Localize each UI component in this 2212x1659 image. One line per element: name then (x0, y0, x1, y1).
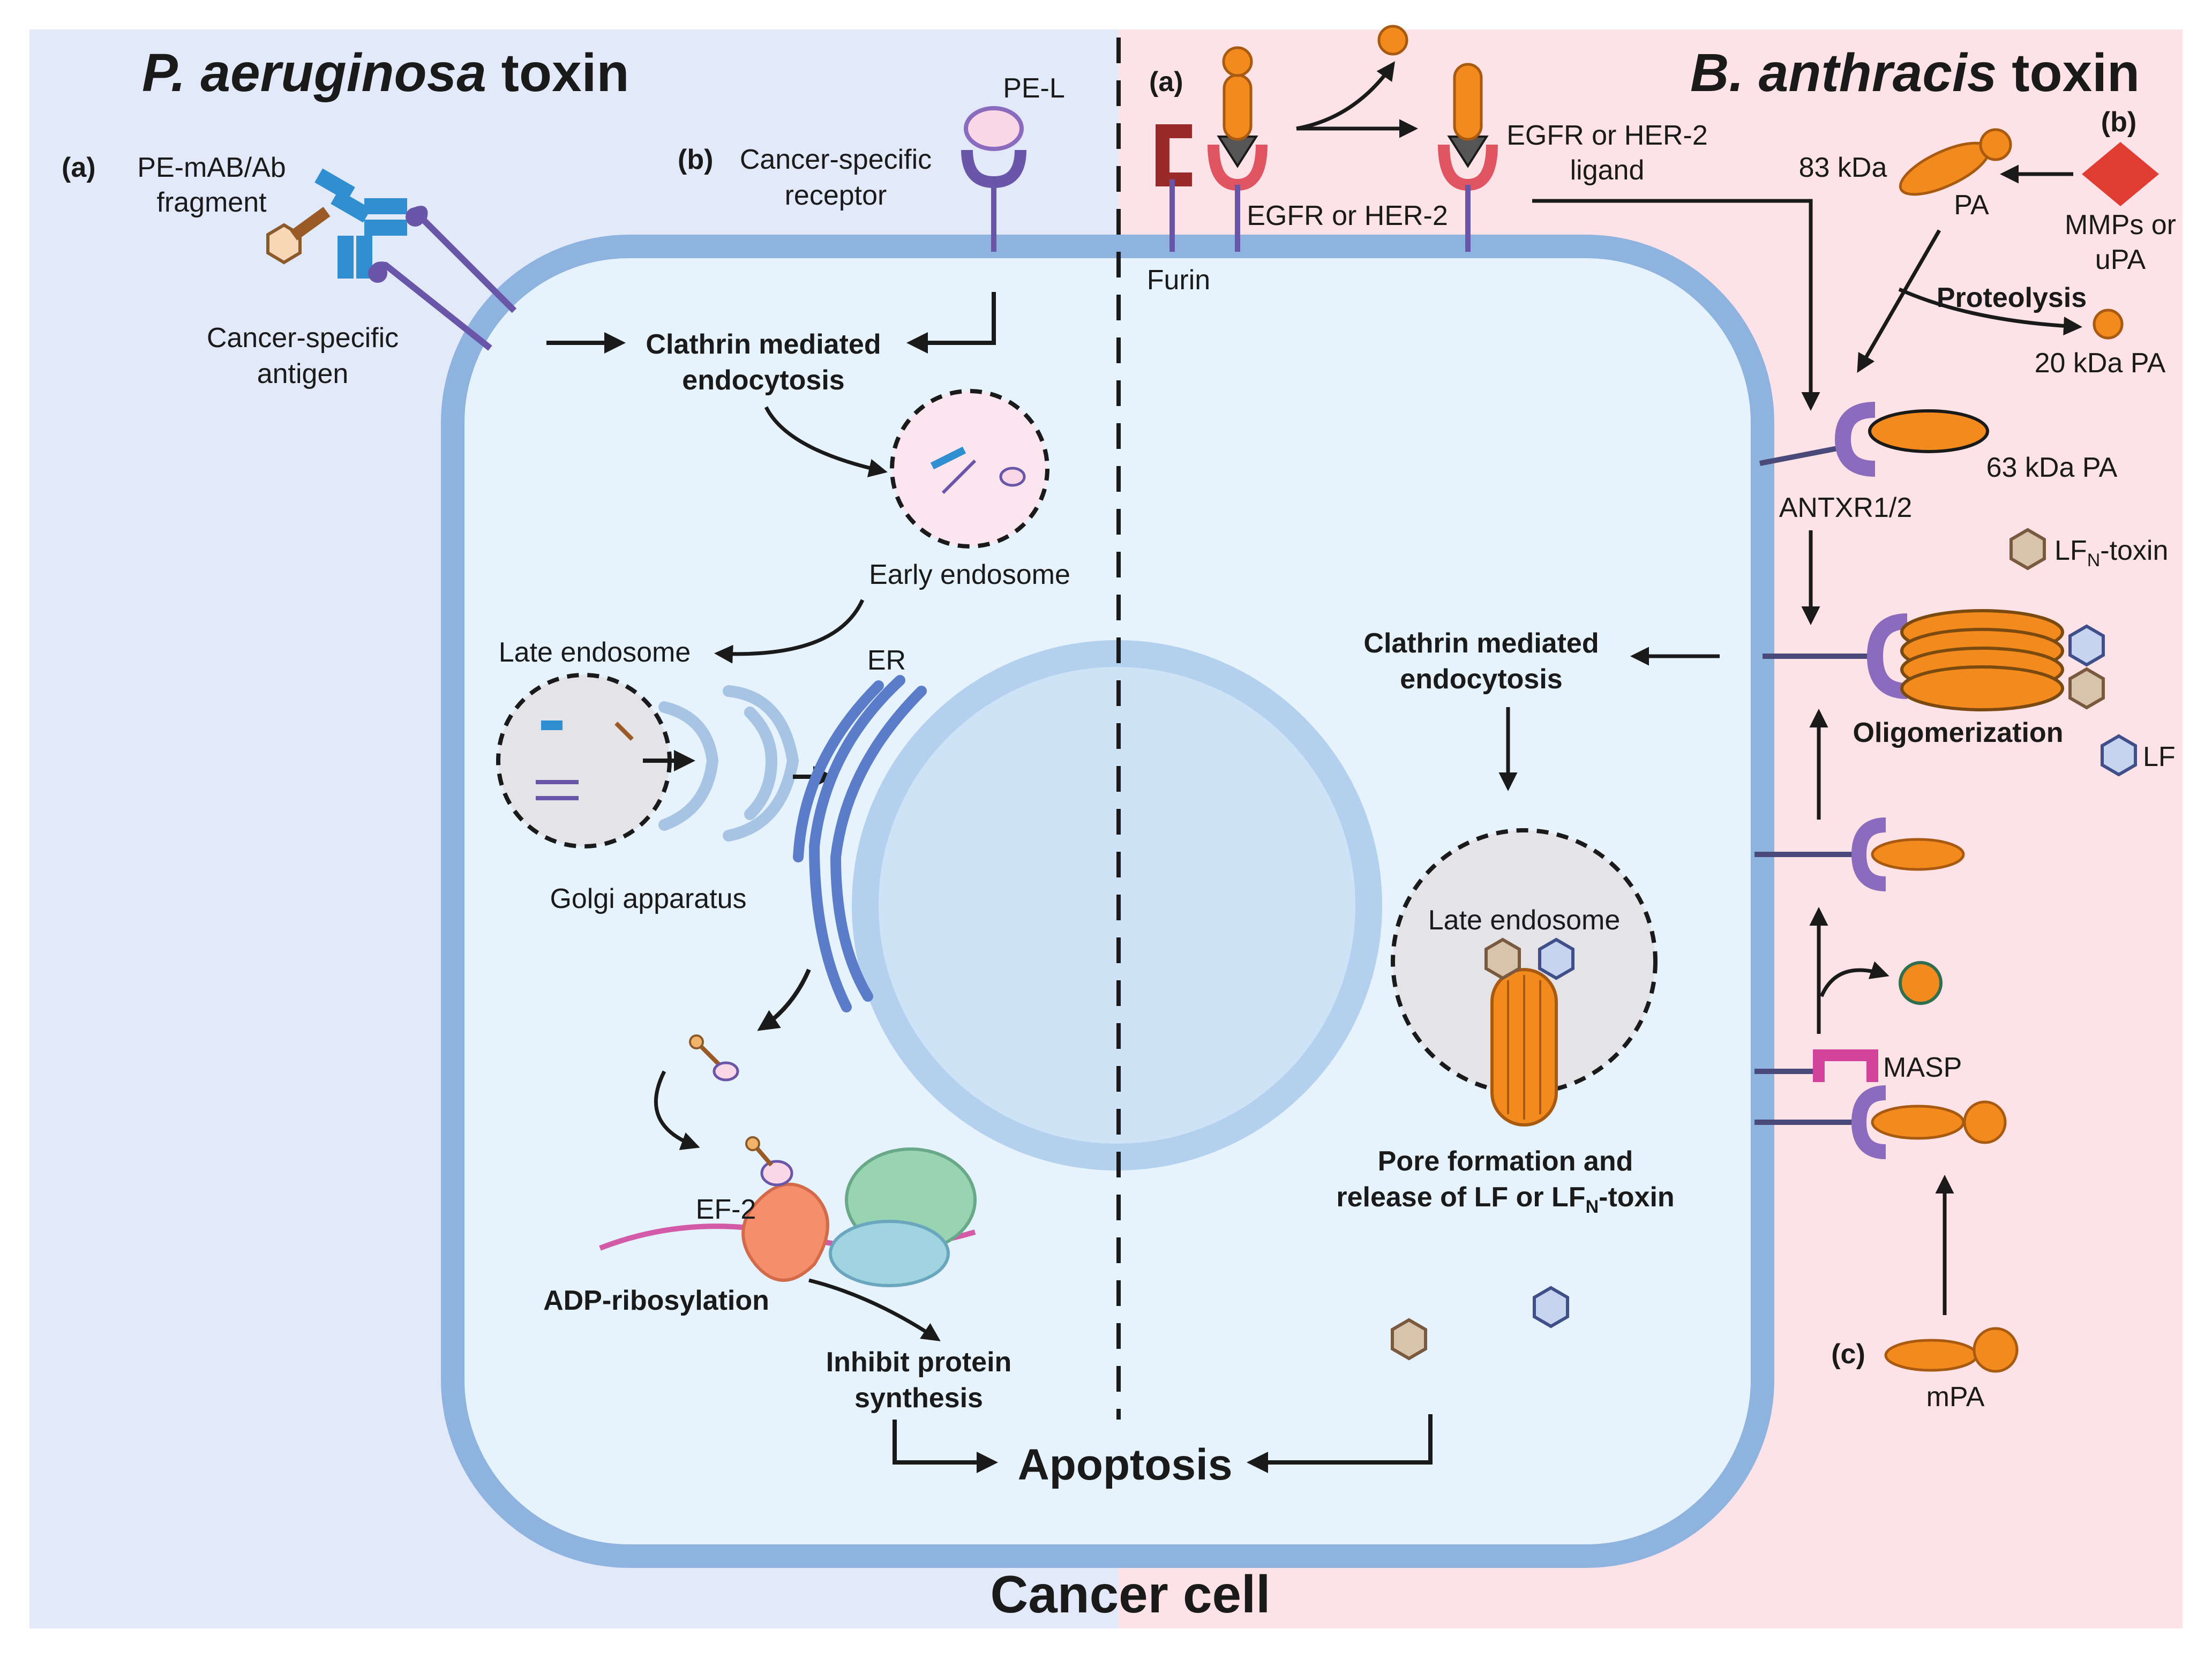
right-tag-a: (a) (1149, 66, 1183, 97)
pa-monomer-membrane-icon (1754, 817, 1965, 891)
pa83-icon (1899, 128, 2012, 196)
receptor-label-2: receptor (785, 180, 887, 211)
right-tag-b: (b) (2101, 107, 2136, 138)
oligomer-lfn-hexagon-icon (2070, 669, 2103, 708)
right-clathrin-label-2: endocytosis (1400, 664, 1562, 695)
masp-label: MASP (1883, 1052, 1962, 1083)
released-lfn-hexagon-icon (1392, 1320, 1426, 1358)
masp-icon (1754, 1049, 1878, 1082)
arrow-er-to-cytosol (757, 969, 811, 1031)
arrow-to-early-endosome (764, 406, 888, 478)
right-title: B. anthracis toxin (1690, 43, 2140, 103)
arrow-receptor-to-clathrin (906, 292, 996, 354)
pore-label-2: release of LF or LFN-toxin (1336, 1182, 1674, 1217)
arrow-ligand-to-antxr (1532, 199, 1820, 411)
pe-mab-label: PE-mAB/Ab (137, 152, 286, 183)
furin-label: Furin (1147, 265, 1210, 296)
mmps-label: MMPs or (2065, 209, 2176, 241)
proteolysis-label: Proteolysis (1937, 282, 2087, 313)
oligomer-lf-hexagon-icon (2070, 626, 2103, 665)
arrow-to-late-endosome (714, 599, 865, 664)
antigen-label-2: antigen (257, 358, 349, 389)
pore-lf-hexagon-icon (1540, 940, 1573, 978)
left-tag-a: (a) (62, 152, 96, 183)
egfr-ligand-label-2: ligand (1570, 155, 1645, 186)
pe-mab-label-2: fragment (156, 187, 267, 218)
lf-hexagon-icon (2102, 736, 2135, 775)
antigen-label: Cancer-specific (207, 322, 399, 354)
pe-l-label: PE-L (1003, 73, 1065, 104)
receptor-label: Cancer-specific (740, 144, 932, 175)
kda63-label: 63 kDa PA (1986, 452, 2118, 483)
lf-label: LF (2143, 741, 2176, 772)
oligomerization-label: Oligomerization (1853, 717, 2064, 748)
arrow-proteolysis (1898, 287, 2082, 336)
masp-cleaved-fragment-icon (1899, 961, 1943, 1005)
late-endosome-pore-icon (1391, 828, 1658, 1127)
pore-label: Pore formation and (1378, 1146, 1633, 1177)
adp-ribosylation-label: ADP-ribosylation (543, 1285, 769, 1316)
left-tag-b: (b) (678, 144, 713, 175)
released-lf-hexagon-icon (1534, 1288, 1568, 1326)
apoptosis-label: Apoptosis (1018, 1440, 1233, 1489)
left-title: P. aeruginosa toxin (142, 43, 629, 103)
arrow-release-to-apoptosis (1247, 1414, 1433, 1473)
golgi-icon (658, 685, 799, 842)
mpa-bound-icon (1754, 1085, 2007, 1159)
mmps-label-2: uPA (2095, 244, 2146, 275)
left-clathrin-label: Clathrin mediated (646, 329, 881, 360)
lfn-toxin-label: LFN-toxin (2054, 535, 2168, 570)
early-endosome-label: Early endosome (869, 559, 1070, 590)
arrow-pa-to-antxr (1857, 229, 1941, 373)
golgi-label: Golgi apparatus (550, 883, 746, 914)
mmp-diamond-icon (2082, 142, 2159, 206)
er-icon (793, 675, 927, 1012)
egfr-label: EGFR or HER-2 (1247, 200, 1448, 231)
mpa-label: mPA (1926, 1382, 1985, 1413)
cleaved-fragment-icon (1377, 25, 1408, 56)
ef2-label: EF-2 (696, 1194, 756, 1225)
pe-l-receptor-icon (961, 106, 1026, 252)
egfr-receptor-icon (1208, 46, 1268, 252)
egfr-ligand-receptor-icon (1438, 63, 1498, 252)
arrow-to-inhibit (808, 1278, 941, 1341)
arrow-cleaved-fragment (1819, 961, 1889, 997)
ribosome-icon (599, 1136, 977, 1287)
arrow-cleavage (1296, 61, 1396, 131)
arrow-toxin-to-ef2 (654, 1070, 700, 1150)
kda20-label: 20 kDa PA (2035, 348, 2166, 379)
toxin-icon-released (689, 1034, 739, 1082)
late-endosome-icon-left (496, 673, 672, 849)
antxr-pa63-icon (1759, 402, 1989, 477)
left-clathrin-label-2: endocytosis (682, 365, 844, 396)
antxr-label: ANTXR1/2 (1779, 492, 1913, 523)
egfr-ligand-label: EGFR or HER-2 (1506, 120, 1708, 151)
cancer-cell-label: Cancer cell (991, 1565, 1271, 1624)
lfn-toxin-hexagon-icon (2011, 530, 2044, 568)
right-clathrin-label: Clathrin mediated (1363, 628, 1599, 659)
inhibit-label: Inhibit protein (826, 1347, 1012, 1378)
late-endosome-label-left: Late endosome (499, 637, 691, 668)
er-label: ER (867, 645, 906, 676)
inhibit-label-2: synthesis (854, 1383, 983, 1414)
arrow-inhibit-to-apoptosis (893, 1420, 998, 1473)
kda83-label: 83 kDa (1799, 152, 1887, 183)
antibody-icon (266, 168, 517, 351)
pore-lfn-hexagon-icon (1486, 940, 1519, 978)
early-endosome-icon (890, 389, 1049, 549)
late-endosome-label-right: Late endosome (1428, 905, 1621, 936)
right-tag-c: (c) (1831, 1339, 1865, 1370)
furin-icon (1156, 124, 1192, 252)
pa-label: PA (1954, 190, 1989, 221)
pa20-icon (2093, 309, 2124, 340)
mpa-icon (1884, 1327, 2019, 1373)
pa-oligomer-icon (1763, 609, 2064, 711)
